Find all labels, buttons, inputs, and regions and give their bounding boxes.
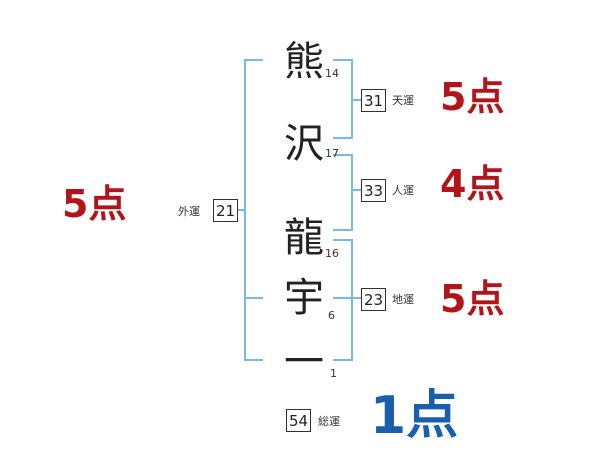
chi-score: 5点 bbox=[440, 277, 505, 321]
chi-label: 地運 bbox=[392, 293, 414, 306]
jin-label: 人運 bbox=[392, 184, 414, 197]
stroke-count-1: 14 bbox=[325, 67, 339, 80]
gai-label: 外運 bbox=[178, 205, 200, 218]
jin-bracket bbox=[333, 154, 353, 231]
ten-score: 5点 bbox=[440, 75, 505, 119]
gai-score: 5点 bbox=[62, 182, 127, 226]
sou-score: 1点 bbox=[370, 386, 459, 446]
stroke-count-5: 1 bbox=[330, 367, 337, 380]
chi-bracket bbox=[333, 239, 353, 361]
name-char-1: 熊 bbox=[284, 39, 324, 85]
ten-value-box: 31 bbox=[361, 89, 386, 112]
name-char-5: 一 bbox=[284, 339, 324, 385]
name-char-3: 龍 bbox=[284, 215, 324, 261]
chi-value-box: 23 bbox=[361, 288, 386, 311]
name-char-4: 宇 bbox=[284, 275, 324, 321]
sou-value-box: 54 bbox=[286, 409, 311, 432]
jin-value-box: 33 bbox=[361, 179, 386, 202]
outer-bracket bbox=[244, 59, 263, 361]
gai-value-box: 21 bbox=[213, 199, 238, 222]
stroke-count-3: 16 bbox=[325, 247, 339, 260]
ten-label: 天運 bbox=[392, 94, 414, 107]
sou-label: 総運 bbox=[318, 415, 340, 428]
stroke-count-2: 17 bbox=[325, 147, 339, 160]
name-char-2: 沢 bbox=[284, 121, 324, 167]
stroke-count-4: 6 bbox=[328, 309, 335, 322]
jin-score: 4点 bbox=[440, 162, 505, 206]
